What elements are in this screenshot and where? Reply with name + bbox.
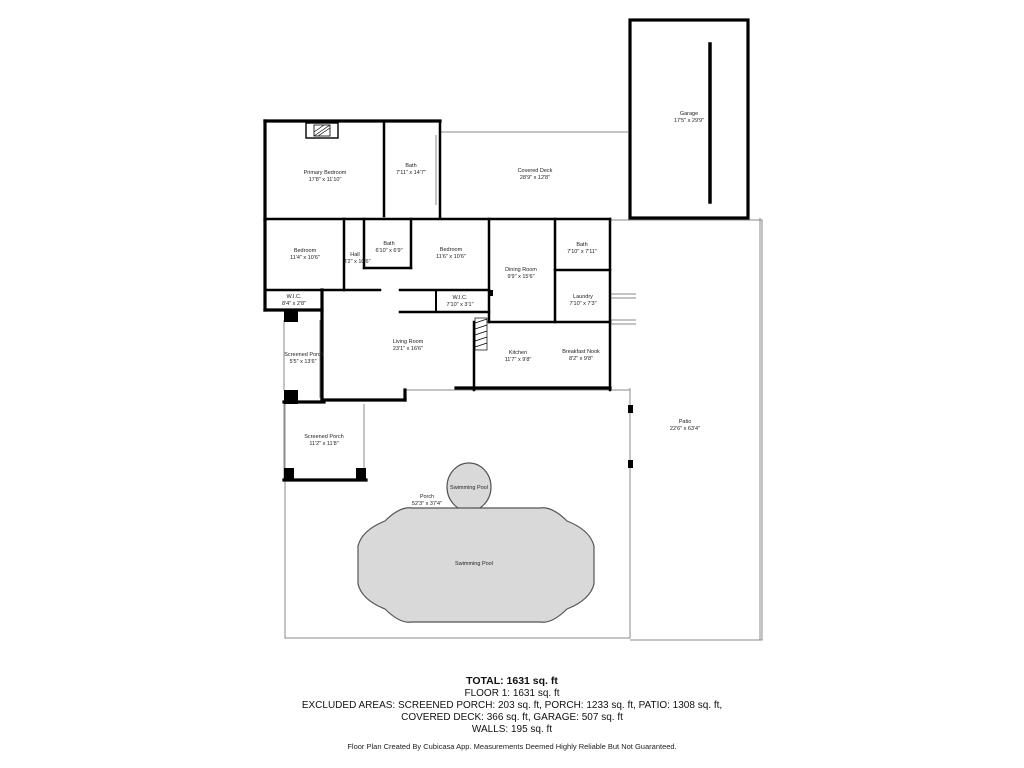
swimming-pool	[357, 507, 595, 623]
room-dims-porch: 52'3" x 37'4"	[412, 501, 442, 507]
room-name-wic-mid: W.I.C.	[453, 295, 468, 301]
room-dims-wic-west: 8'4" x 2'8"	[282, 301, 306, 307]
room-dims-bath-hall: 6'10" x 6'9"	[375, 248, 402, 254]
total-area: TOTAL: 1631 sq. ft	[466, 675, 558, 687]
room-name-patio: Patio	[679, 419, 692, 425]
stairs-icon	[474, 317, 488, 351]
walls	[263, 18, 750, 482]
excluded-areas-line-1: EXCLUDED AREAS: SCREENED PORCH: 203 sq. …	[301, 700, 723, 711]
room-dims-bedroom-mid: 11'6" x 10'6"	[436, 254, 466, 260]
room-name-spa: Swimming Pool	[450, 485, 488, 491]
room-name-primary-bedroom: Primary Bedroom	[304, 170, 347, 176]
room-name-screened-porch-large: Screened Porch	[304, 434, 343, 440]
room-dims-bedroom-west: 11'4" x 10'6"	[290, 255, 320, 261]
room-dims-bath-primary: 7'11" x 14'7"	[396, 170, 426, 176]
room-name-garage: Garage	[680, 111, 698, 117]
room-dims-garage: 17'5" x 29'9"	[674, 118, 704, 124]
room-name-hall: Hall	[350, 252, 359, 258]
room-dims-dining-room: 9'9" x 15'6"	[507, 274, 534, 280]
room-name-bedroom-mid: Bedroom	[440, 247, 463, 253]
room-dims-kitchen: 11'7" x 9'8"	[505, 357, 532, 363]
room-name-screened-porch-small: Screened Porch	[284, 352, 323, 358]
room-labels: Primary Bedroom 17'8" x 11'10" Bath 7'11…	[282, 111, 704, 567]
room-name-bath-east: Bath	[576, 242, 587, 248]
fireplace-icon	[305, 122, 339, 139]
room-name-laundry: Laundry	[573, 294, 593, 300]
room-name-bath-hall: Bath	[383, 241, 394, 247]
room-name-breakfast-nook: Breakfast Nook	[562, 349, 600, 355]
room-name-bath-primary: Bath	[405, 163, 416, 169]
room-name-dining-room: Dining Room	[505, 267, 537, 273]
room-name-kitchen: Kitchen	[509, 350, 527, 356]
room-dims-primary-bedroom: 17'8" x 11'10"	[309, 177, 342, 183]
room-dims-bath-east: 7'10" x 7'11"	[567, 249, 597, 255]
room-dims-screened-porch-large: 11'2" x 11'8"	[309, 441, 338, 447]
room-name-living-room: Living Room	[393, 339, 424, 345]
room-dims-covered-deck: 28'9" x 12'8"	[520, 175, 550, 181]
wall-blocks	[284, 290, 633, 480]
room-name-bedroom-west: Bedroom	[294, 248, 317, 254]
room-dims-living-room: 23'1" x 16'6"	[393, 346, 423, 352]
room-name-pool: Swimming Pool	[455, 561, 493, 567]
room-dims-patio: 22'6" x 63'4"	[670, 426, 700, 432]
excluded-areas-line-2: COVERED DECK: 366 sq. ft, GARAGE: 507 sq…	[401, 712, 623, 723]
room-name-porch: Porch	[420, 494, 434, 500]
floor-area: FLOOR 1: 1631 sq. ft	[464, 688, 560, 699]
room-name-covered-deck: Covered Deck	[518, 168, 553, 174]
credit-disclaimer: Floor Plan Created By Cubicasa App. Meas…	[347, 742, 677, 751]
room-dims-laundry: 7'10" x 7'3"	[569, 301, 596, 307]
room-dims-screened-porch-small: 5'5" x 13'6"	[289, 359, 316, 365]
room-dims-wic-mid: 7'10" x 3'1"	[446, 302, 473, 308]
room-dims-breakfast-nook: 8'2" x 9'8"	[569, 356, 593, 362]
room-name-wic-west: W.I.C.	[287, 294, 302, 300]
walls-area: WALLS: 195 sq. ft	[471, 724, 553, 735]
room-dims-hall: 3'2" x 10'6"	[343, 259, 370, 265]
